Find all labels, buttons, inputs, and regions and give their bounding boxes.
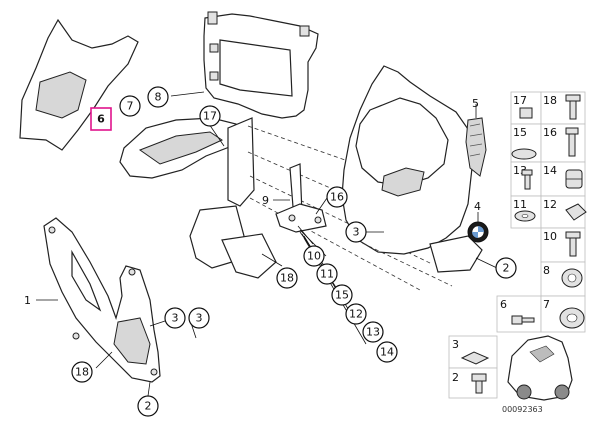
callout-label: 2 [145,400,152,413]
callout-label: 2 [503,262,510,275]
callout-12-main[interactable]: 12 [345,303,367,325]
callout-1: 1 [24,294,31,307]
hardware-cell-17[interactable]: 17 [510,91,542,125]
hardware-label: 18 [543,94,557,107]
callout-label: 16 [330,191,344,204]
washer-icon [511,148,537,160]
callout-label: 13 [366,326,380,339]
callout-label: 18 [75,366,89,379]
emblem-roundel-icon [467,221,489,243]
nut-icon [519,107,533,119]
frame-bracket-illustration [203,11,319,119]
callout-label: 18 [280,272,294,285]
callout-10-main[interactable]: 10 [303,245,325,267]
callout-3-bracket-b[interactable]: 3 [188,307,210,329]
callout-label: 8 [155,91,162,104]
hardware-cell-12[interactable]: 12 [540,195,587,229]
callout-2-fairing[interactable]: 2 [495,257,517,279]
callout-label: 7 [127,100,134,113]
grommet-icon [559,307,585,329]
callout-label: 14 [380,346,394,359]
hardware-label: 11 [513,198,527,211]
callout-label: 5 [472,97,479,110]
hardware-cell-7[interactable]: 7 [540,295,586,333]
fairing-tab-illustration [429,235,483,273]
grommet-icon [561,268,583,288]
callout-9: 9 [262,194,269,207]
hardware-label: 2 [452,371,459,384]
clip-icon [565,203,587,221]
callout-18-bracket[interactable]: 18 [71,361,93,383]
callout-label: 1 [24,294,31,307]
speed-nut-icon [460,351,490,365]
hardware-label: 14 [543,164,557,177]
hardware-cell-16[interactable]: 16 [540,123,586,163]
callout-8[interactable]: 8 [147,86,169,108]
side-bracket-1-illustration [43,217,161,383]
hardware-label: 15 [513,126,527,139]
grommet-icon [565,169,583,189]
callout-label: 10 [307,250,321,263]
callout-3-bracket-a[interactable]: 3 [164,307,186,329]
callout-18-center[interactable]: 18 [276,267,298,289]
callout-label: 15 [335,289,349,302]
callout-5: 5 [472,97,479,110]
callout-6-highlighted[interactable]: 6 [90,107,112,131]
hardware-cell-11[interactable]: 11 [510,195,542,229]
callout-17-main[interactable]: 17 [199,105,221,127]
hardware-cell-13[interactable]: 13 [510,161,542,197]
hardware-label: 6 [500,298,507,311]
screw-icon [565,94,581,120]
callout-2-bracket[interactable]: 2 [137,395,159,417]
hardware-cell-18[interactable]: 18 [540,91,586,125]
hardware-label: 10 [543,230,557,243]
callout-label: 17 [203,110,217,123]
hardware-label: 8 [543,264,550,277]
hardware-cell-6[interactable]: 6 [496,295,542,333]
callout-13-main[interactable]: 13 [362,321,384,343]
hardware-cell-10[interactable]: 10 [540,227,586,263]
screw-icon [565,231,581,257]
callout-label: 3 [172,312,179,325]
trim-strip-illustration [465,117,487,177]
hardware-cell-3[interactable]: 3 [448,335,498,369]
callout-16-main[interactable]: 16 [326,186,348,208]
callout-4: 4 [474,200,481,213]
hardware-cell-2[interactable]: 2 [448,367,498,399]
hardware-panel: 17 18 15 16 13 [448,91,587,399]
side-fairing-illustration [341,65,473,287]
hardware-label: 12 [543,198,557,211]
front-fender-illustration [119,117,245,179]
hardware-cell-8[interactable]: 8 [540,261,586,297]
callout-label: 4 [474,200,481,213]
callout-11-main[interactable]: 11 [316,263,338,285]
callout-label: 6 [97,113,105,126]
reference-code: 00092363 [502,405,543,414]
callout-label: 9 [262,194,269,207]
callout-7[interactable]: 7 [119,95,141,117]
callout-label: 11 [320,268,334,281]
hardware-label: 3 [452,338,459,351]
hardware-label: 7 [543,298,550,311]
callout-label: 12 [349,308,363,321]
hardware-cell-15[interactable]: 15 [510,123,542,163]
callout-14-main[interactable]: 14 [376,341,398,363]
callout-label: 3 [353,226,360,239]
screw-icon [471,373,487,394]
screw-icon [565,127,579,157]
screw-icon [521,169,533,190]
rivet-icon [511,315,535,325]
bracket-9-illustration [275,163,327,233]
hardware-label: 16 [543,126,557,139]
callout-label: 3 [196,312,203,325]
callout-15-main[interactable]: 15 [331,284,353,306]
panel-part-6-illustration [19,18,139,151]
callout-3-fairing[interactable]: 3 [345,221,367,243]
center-mount-illustration [189,117,449,291]
scooter-silhouette-illustration [507,335,573,401]
hardware-label: 17 [513,94,527,107]
washer-icon [514,210,536,222]
hardware-cell-14[interactable]: 14 [540,161,586,197]
